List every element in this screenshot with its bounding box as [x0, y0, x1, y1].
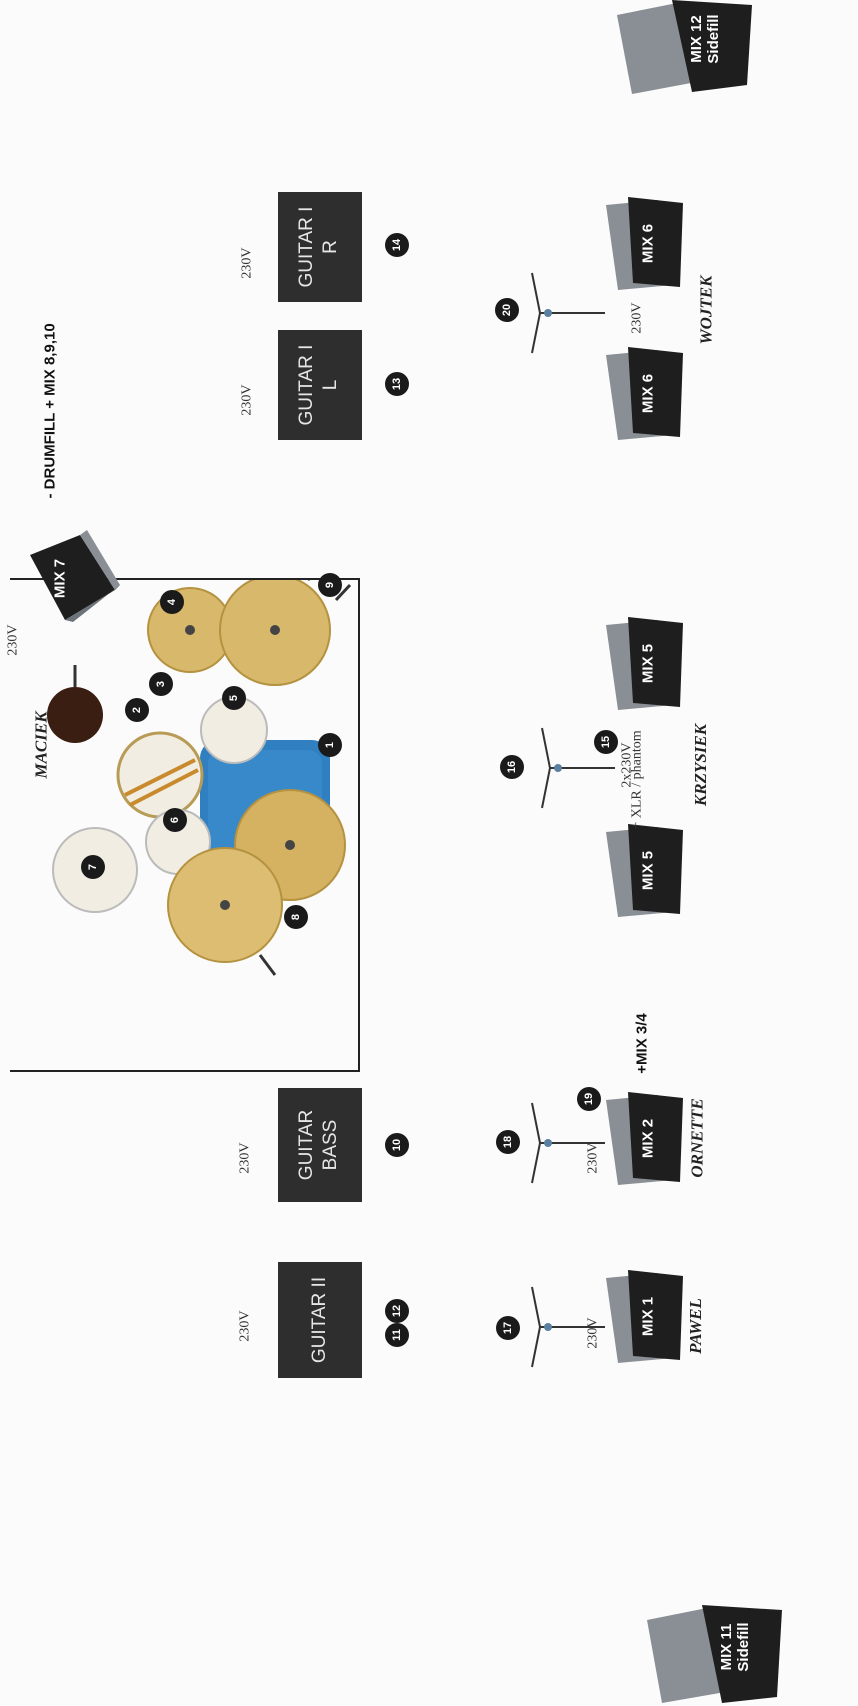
- ornette-name: ORNETTE: [687, 1098, 707, 1178]
- wedge-mix1: [606, 1270, 683, 1363]
- channel-badge-9: 9: [318, 573, 342, 597]
- channel-badge-2: 2: [125, 698, 149, 722]
- channel-badge-19: 19: [577, 1087, 601, 1111]
- drum-stool: [47, 687, 103, 743]
- wojtek-name: WOJTEK: [696, 275, 716, 345]
- mix5-b-label: MIX 5: [639, 643, 657, 684]
- amp-guitar2: [278, 1262, 362, 1378]
- channel-badge-8: 8: [284, 905, 308, 929]
- channel-badge-4: 4: [160, 590, 184, 614]
- channel-badge-7: 7: [81, 855, 105, 879]
- power-drums: 230V: [5, 624, 21, 656]
- power-guitar1-left: 230V: [239, 384, 255, 416]
- drum-kit: [47, 580, 352, 976]
- channel-badge-5: 5: [222, 686, 246, 710]
- power-guitar1-right: 230V: [239, 247, 255, 279]
- mix1-label: MIX 1: [639, 1296, 657, 1337]
- krzysiek-name: KRZYSIEK: [691, 723, 711, 807]
- power-krzysiek-xlr: + XLR / phantom: [629, 730, 645, 830]
- channel-badge-14: 14: [385, 233, 409, 257]
- mix34-note: +MIX 3/4: [633, 1013, 651, 1074]
- wedge-mix5-a: [606, 824, 683, 917]
- channel-badge-1: 1: [318, 733, 342, 757]
- channel-badge-3: 3: [149, 672, 173, 696]
- drum-riser: [10, 578, 360, 1072]
- channel-badge-6: 6: [163, 808, 187, 832]
- mix6-a-label: MIX 6: [639, 373, 657, 414]
- channel-badge-17: 17: [496, 1316, 520, 1340]
- channel-badge-13: 13: [385, 372, 409, 396]
- mic-stand-17: [531, 1286, 605, 1368]
- channel-badge-11: 11: [385, 1323, 409, 1347]
- amp-guitar1-left: [278, 330, 362, 440]
- sidefill-mix12: [617, 0, 752, 94]
- channel-badge-20: 20: [495, 298, 519, 322]
- channel-badge-18: 18: [496, 1130, 520, 1154]
- wedge-mix6-b: [606, 197, 683, 290]
- mix2-label: MIX 2: [639, 1118, 657, 1159]
- wedge-mix2: [606, 1092, 683, 1185]
- sidefill-mix11: [647, 1605, 782, 1703]
- drumfill-note: - DRUMFILL + MIX 8,9,10: [41, 323, 59, 499]
- mix7-label: MIX 7: [51, 558, 69, 599]
- mic-stand-20: [531, 272, 605, 354]
- amp-guitar2-label: GUITAR II: [309, 1276, 330, 1364]
- power-guitar2: 230V: [237, 1310, 253, 1342]
- power-bass: 230V: [237, 1142, 253, 1174]
- mic-stand-16: [541, 727, 615, 809]
- amp-guitar1-right: [278, 192, 362, 302]
- wedge-mix7: [30, 530, 120, 622]
- mix5-a-label: MIX 5: [639, 850, 657, 891]
- wedge-mix5-b: [606, 617, 683, 710]
- channel-badge-10: 10: [385, 1133, 409, 1157]
- mix6-b-label: MIX 6: [639, 223, 657, 264]
- mic-stand-18: [531, 1102, 605, 1184]
- amp-bass: [278, 1088, 362, 1202]
- power-pawel: 230V: [585, 1317, 601, 1349]
- pawel-name: PAWEL: [685, 1298, 705, 1354]
- channel-badge-16: 16: [500, 755, 524, 779]
- power-ornette: 230V: [585, 1142, 601, 1174]
- power-wojtek: 230V: [629, 302, 645, 334]
- drummer-name: MACIEK: [31, 711, 51, 779]
- channel-badge-15: 15: [594, 730, 618, 754]
- wedge-mix6-a: [606, 347, 683, 440]
- channel-badge-12: 12: [385, 1299, 409, 1323]
